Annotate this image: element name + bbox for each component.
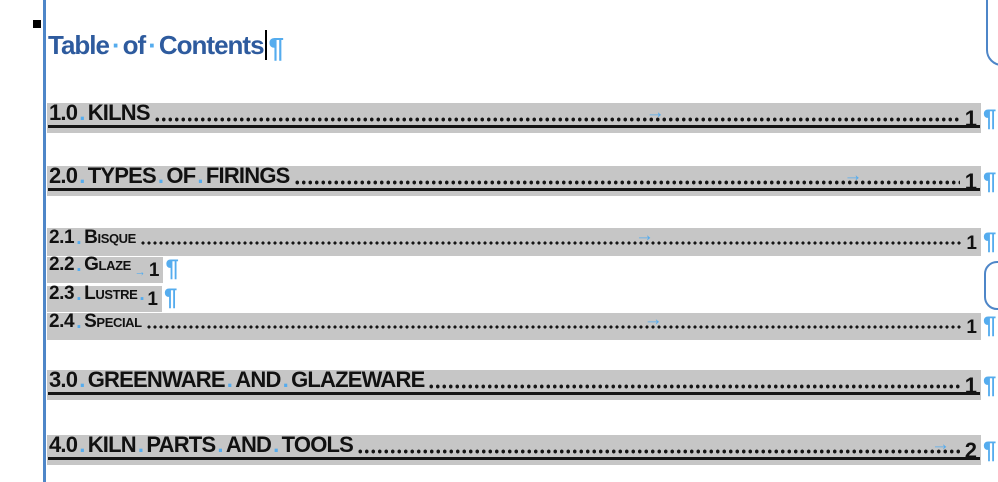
pilcrow-icon: ¶: [983, 105, 997, 132]
space-mark-icon: ·: [76, 260, 83, 281]
space-mark-icon: ·: [79, 169, 86, 194]
toc-entry-label: 2.1·Bisque: [49, 227, 136, 254]
page-number: 1: [964, 373, 977, 398]
space-mark-icon: ·: [79, 438, 86, 463]
toc-field-shading: 2.0·TYPES·OF·FIRINGS → 1: [47, 163, 981, 196]
tab-mark-icon: →: [645, 102, 665, 123]
title-word: Table: [48, 29, 110, 60]
space-mark-icon: ·: [76, 317, 83, 338]
paragraph-mark-square: [33, 20, 41, 28]
toc-title: Table·of·Contents¶: [48, 26, 285, 64]
tab-mark-icon: →: [634, 225, 654, 246]
page-number: 1: [966, 317, 977, 338]
toc-entry-label: 3.0·GREENWARE·AND·GLAZEWARE: [49, 367, 425, 398]
dot-leader: →: [293, 165, 960, 193]
dot-leader: →: [357, 435, 960, 462]
page-number: 1: [147, 289, 158, 310]
dot-leader: →: [145, 309, 962, 337]
toc-row-2-1[interactable]: 2.1·Bisque → 1 ¶: [47, 225, 997, 256]
pilcrow-icon: ¶: [983, 437, 997, 464]
pilcrow-icon: ¶: [983, 228, 997, 255]
page-number: 2: [964, 438, 977, 463]
toc-entry-label: 2.3·Lustre·: [49, 283, 146, 310]
page-number: 1: [964, 106, 977, 131]
tab-mark-icon: →: [843, 165, 863, 186]
pilcrow-icon: ¶: [163, 284, 178, 311]
dot-leader: →: [139, 225, 962, 253]
space-mark-icon: ·: [76, 289, 83, 310]
toc-entry-label: 1.0·KILNS: [49, 100, 151, 131]
space-mark-icon: ·: [217, 438, 224, 463]
tab-mark-icon: →: [931, 434, 951, 455]
space-mark-icon: ·: [79, 106, 86, 131]
toc-row-2-0[interactable]: 2.0·TYPES·OF·FIRINGS → 1 ¶: [47, 163, 997, 196]
toc-field-shading: 3.0·GREENWARE·AND·GLAZEWARE → 1: [47, 367, 981, 400]
space-mark-icon: ·: [137, 438, 145, 463]
space-mark-icon: ·: [76, 233, 83, 254]
tab-mark-icon: →: [134, 262, 146, 279]
pilcrow-icon: ¶: [165, 255, 179, 282]
toc-row-4-0[interactable]: 4.0·KILN·PARTS·AND·TOOLS → 2 ¶: [47, 432, 997, 465]
space-mark-icon: ·: [157, 169, 165, 194]
toc-field-shading: 1.0·KILNS → 1: [47, 100, 981, 133]
page-number: 1: [964, 169, 977, 194]
dot-leader: →: [153, 102, 960, 130]
toc-row-2-4[interactable]: 2.4·Special → 1 ¶: [47, 309, 997, 340]
space-mark-icon: ·: [111, 29, 121, 60]
comment-balloon-edge[interactable]: [984, 261, 998, 310]
toc-entry-label: 2.4·Special: [49, 311, 142, 338]
toc-field-shading: 2.4·Special → 1: [47, 309, 981, 340]
pilcrow-icon: ¶: [268, 32, 285, 63]
toc-row-1-0[interactable]: 1.0·KILNS → 1 ¶: [47, 100, 997, 133]
toc-field-shading: 4.0·KILN·PARTS·AND·TOOLS → 2: [47, 432, 981, 465]
toc-field-shading: 2.1·Bisque → 1: [47, 225, 981, 256]
space-mark-icon: ·: [273, 438, 280, 463]
space-mark-icon: ·: [148, 29, 157, 60]
tab-mark-icon: →: [643, 309, 663, 330]
space-mark-icon: ·: [197, 169, 204, 194]
toc-entry-label: 2.0·TYPES·OF·FIRINGS: [49, 163, 290, 194]
page-number: 1: [966, 233, 977, 254]
space-mark-icon: ·: [79, 373, 86, 398]
toc-row-3-0[interactable]: 3.0·GREENWARE·AND·GLAZEWARE → 1 ¶: [47, 367, 997, 400]
space-mark-icon: ·: [282, 373, 290, 398]
dot-leader: →: [428, 370, 960, 397]
text-cursor: [264, 30, 267, 60]
toc-entry-label: 2.2·Glaze: [49, 254, 131, 281]
pilcrow-icon: ¶: [983, 168, 997, 195]
toc-row-2-2[interactable]: 2.2·Glaze → 1 ¶: [47, 254, 179, 283]
change-bar: [43, 0, 46, 482]
pilcrow-icon: ¶: [983, 312, 997, 339]
space-mark-icon: ·: [226, 373, 234, 398]
toc-field-shading: 2.3·Lustre· 1: [47, 283, 162, 312]
title-word: Contents: [158, 29, 265, 60]
comment-balloon-edge[interactable]: [986, 0, 998, 66]
toc-entry-label: 4.0·KILN·PARTS·AND·TOOLS: [49, 432, 354, 463]
space-mark-icon: ·: [139, 289, 146, 310]
pilcrow-icon: ¶: [983, 372, 997, 399]
toc-field-shading: 2.2·Glaze → 1: [47, 254, 164, 283]
title-word: of: [122, 29, 147, 60]
page-number: 1: [148, 260, 160, 281]
toc-row-2-3[interactable]: 2.3·Lustre· 1 ¶: [47, 283, 178, 312]
